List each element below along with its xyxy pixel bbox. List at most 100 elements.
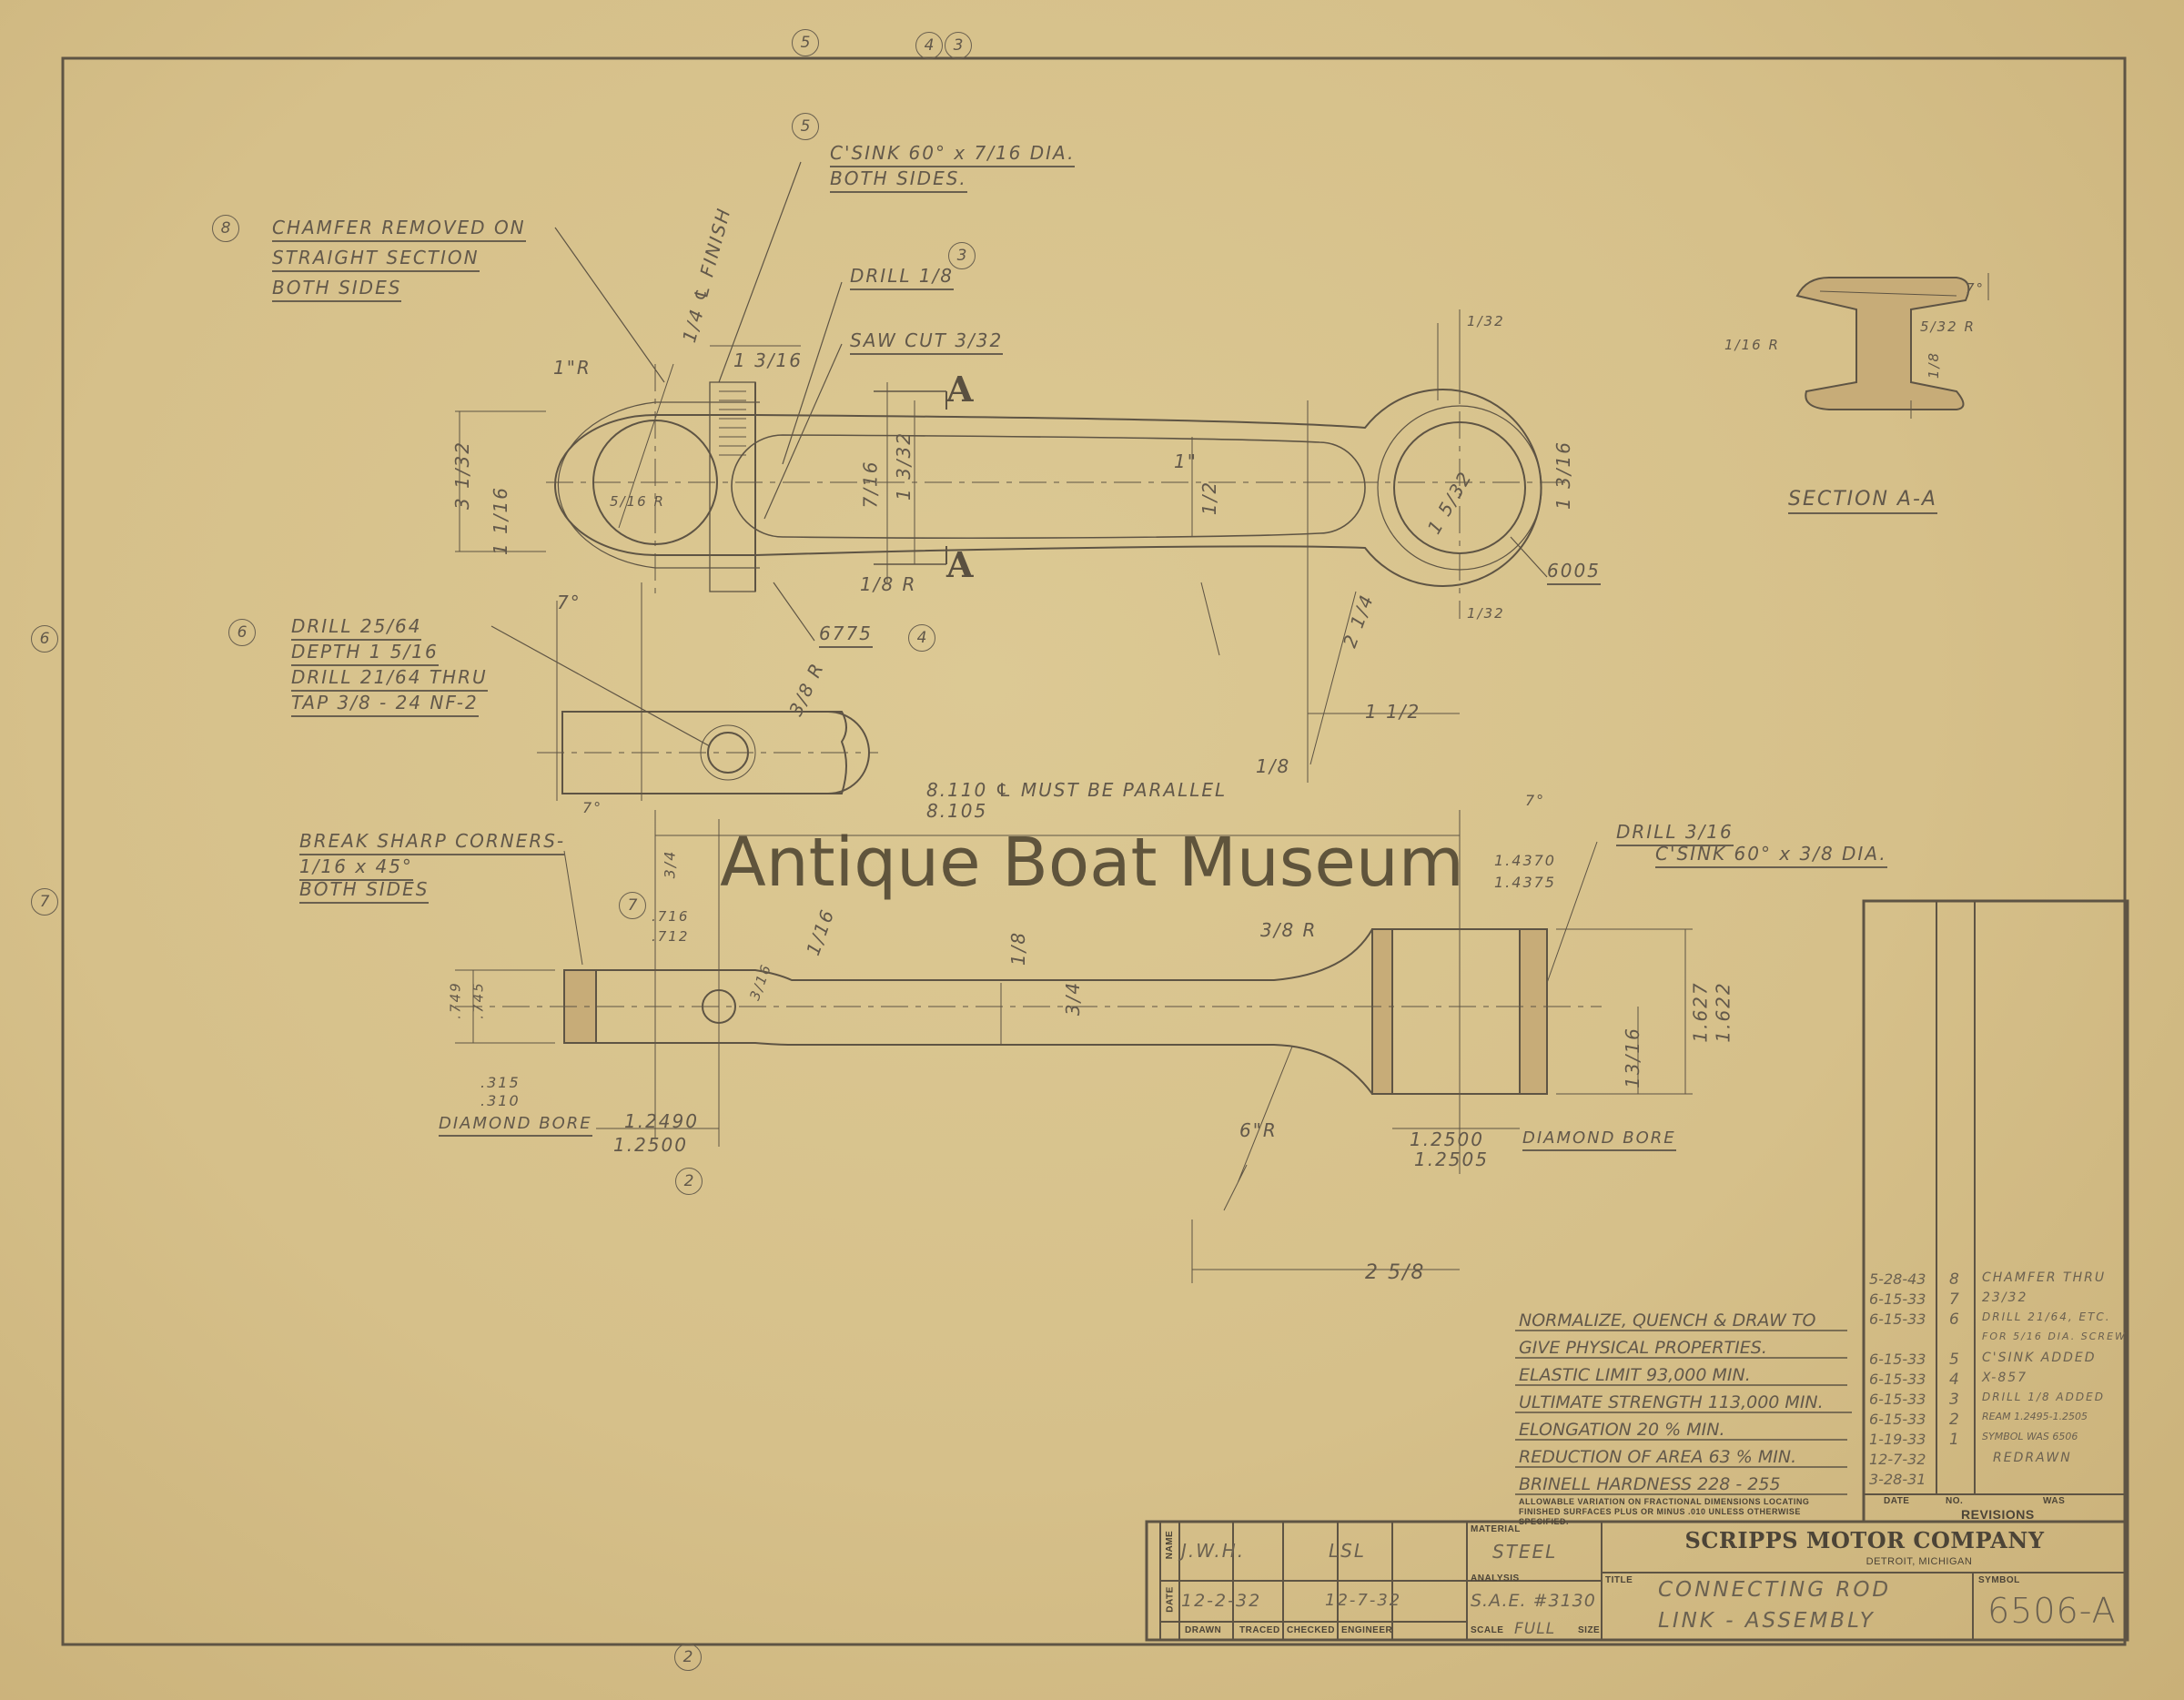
note-text: DRILL 21/64 THRU	[291, 666, 488, 692]
note-marker: 7	[619, 892, 646, 919]
dimension-label: 7°	[557, 592, 581, 613]
revision-was: C'SINK ADDED	[1982, 1351, 2097, 1365]
revision-was: SYMBOL WAS 6506	[1982, 1431, 2078, 1442]
dimension-label: 1/16 R	[1724, 337, 1780, 353]
note-text: BOTH SIDES	[272, 277, 402, 302]
revision-no: 7	[1949, 1290, 1961, 1309]
checked-by: LSL	[1329, 1540, 1366, 1562]
zone-marker: 7	[31, 888, 58, 916]
note-line: BRINELL HARDNESS 228 - 255	[1519, 1474, 1781, 1494]
drawn-by: J.W.H.	[1181, 1540, 1246, 1562]
zone-marker: 6	[31, 625, 58, 653]
revision-date: 6-15-33	[1869, 1411, 1926, 1428]
drawing-border	[61, 56, 2127, 1646]
revision-no: 1	[1949, 1431, 1961, 1449]
dimension-label: 1 3/16	[733, 349, 803, 371]
note-marker: 6	[228, 619, 256, 646]
company-location: DETROIT, MICHIGAN	[1866, 1556, 1973, 1567]
note-text: BOTH SIDES.	[830, 167, 967, 193]
dimension-label: 1.622	[1712, 981, 1734, 1043]
dimension-label: 1"	[1174, 450, 1198, 472]
material-value: STEEL	[1492, 1541, 1558, 1563]
revision-was: X-857	[1982, 1371, 2028, 1385]
title-block-grid	[1145, 1520, 2129, 1642]
column-label: DRAWN	[1185, 1625, 1222, 1635]
note-text: BREAK SHARP CORNERS-	[299, 830, 566, 855]
dimension-label: .310	[480, 1092, 521, 1109]
dimension-label: 2 5/8	[1365, 1261, 1426, 1284]
dimension-label: 8.105	[926, 800, 988, 822]
note-text: TAP 3/8 - 24 NF-2	[291, 692, 479, 717]
drawing-title: LINK - ASSEMBLY	[1658, 1609, 1876, 1633]
revision-date: 6-15-33	[1869, 1371, 1926, 1388]
revision-row: 3-28-31	[1866, 1470, 2126, 1490]
dimension-label: 13/16	[1621, 1027, 1643, 1088]
column-header: DATE	[1884, 1496, 1910, 1506]
revision-no: 6	[1949, 1310, 1961, 1329]
dimension-label: 1/8 R	[860, 573, 917, 595]
dimension-label: 7°	[1966, 280, 1986, 297]
dimension-label: 1 3/32	[893, 431, 915, 501]
dimension-label: 1/8	[1926, 350, 1943, 379]
dimension-label: 1.2500	[1410, 1128, 1484, 1150]
dimension-label: 1.4375	[1494, 874, 1556, 891]
row-label: NAME	[1165, 1530, 1176, 1560]
zone-marker: 3	[945, 32, 972, 59]
note-line: ELONGATION 20 % MIN.	[1519, 1420, 1725, 1440]
dimension-label: 5/16 R	[610, 493, 665, 510]
dimension-label: 3 1/32	[451, 440, 473, 510]
revision-was: DRILL 1/8 ADDED	[1982, 1391, 2105, 1403]
revision-no: 8	[1949, 1270, 1961, 1289]
dimension-label: 6"R	[1239, 1119, 1278, 1141]
row-label: DATE	[1165, 1586, 1176, 1613]
dimension-label: 8.110 ℄ MUST BE PARALLEL	[926, 779, 1228, 801]
dimension-label: .716	[652, 908, 690, 925]
dimension-label: 1.627	[1689, 981, 1712, 1043]
revision-date: 6-15-33	[1869, 1310, 1926, 1328]
note-marker: 4	[908, 624, 935, 652]
note-marker: 5	[792, 113, 819, 140]
note-text: C'SINK 60° x 7/16 DIA.	[830, 142, 1076, 167]
note-text: DRILL 25/64	[291, 615, 422, 641]
dimension-label: .745	[470, 981, 487, 1019]
note-text: DRILL 3/16	[1616, 821, 1734, 846]
revisions-title: REVISIONS	[1961, 1507, 2035, 1522]
zone-marker: 4	[915, 32, 943, 59]
revision-was: REDRAWN	[1993, 1451, 2072, 1465]
revision-date: 5-28-43	[1869, 1270, 1926, 1288]
drill-detail-view	[490, 582, 878, 801]
field-label: SCALE	[1471, 1625, 1504, 1635]
part-number: 6775	[819, 622, 873, 648]
note-text: STRAIGHT SECTION	[272, 247, 480, 272]
section-title: SECTION A-A	[1788, 488, 1937, 514]
dimension-label: 7°	[1525, 792, 1546, 809]
revision-date: 6-15-33	[1869, 1391, 1926, 1408]
dimension-label: 1/32	[1467, 313, 1505, 329]
revision-date: 1-19-33	[1869, 1431, 1926, 1448]
revision-date: 6-15-33	[1869, 1290, 1926, 1308]
drawing-title: CONNECTING ROD	[1658, 1578, 1892, 1602]
notes-rules	[1515, 1330, 1852, 1495]
revision-date: 12-7-32	[1869, 1451, 1926, 1468]
dimension-label: 1/32	[1467, 605, 1505, 622]
note-marker: 3	[948, 242, 976, 269]
column-header: NO.	[1946, 1496, 1964, 1506]
scale-value: FULL	[1514, 1620, 1556, 1638]
revision-row: FOR 5/16 DIA. SCREW	[1866, 1330, 2126, 1350]
dimension-label: 1.4370	[1494, 852, 1556, 869]
dimension-label: 1/2	[1198, 480, 1221, 516]
dimension-label: 7°	[582, 799, 603, 816]
dimension-label: 3/4	[661, 849, 679, 879]
dimension-label: 1.2490	[624, 1110, 699, 1132]
revision-was: 23/32	[1982, 1290, 2028, 1305]
dimension-label: 7/16	[859, 460, 882, 509]
analysis-value: S.A.E. #3130	[1471, 1591, 1596, 1611]
revision-was: REAM 1.2495-1.2505	[1982, 1411, 2088, 1422]
dimension-label: 1/8	[1007, 930, 1030, 966]
note-text: DEPTH 1 5/16	[291, 641, 439, 666]
